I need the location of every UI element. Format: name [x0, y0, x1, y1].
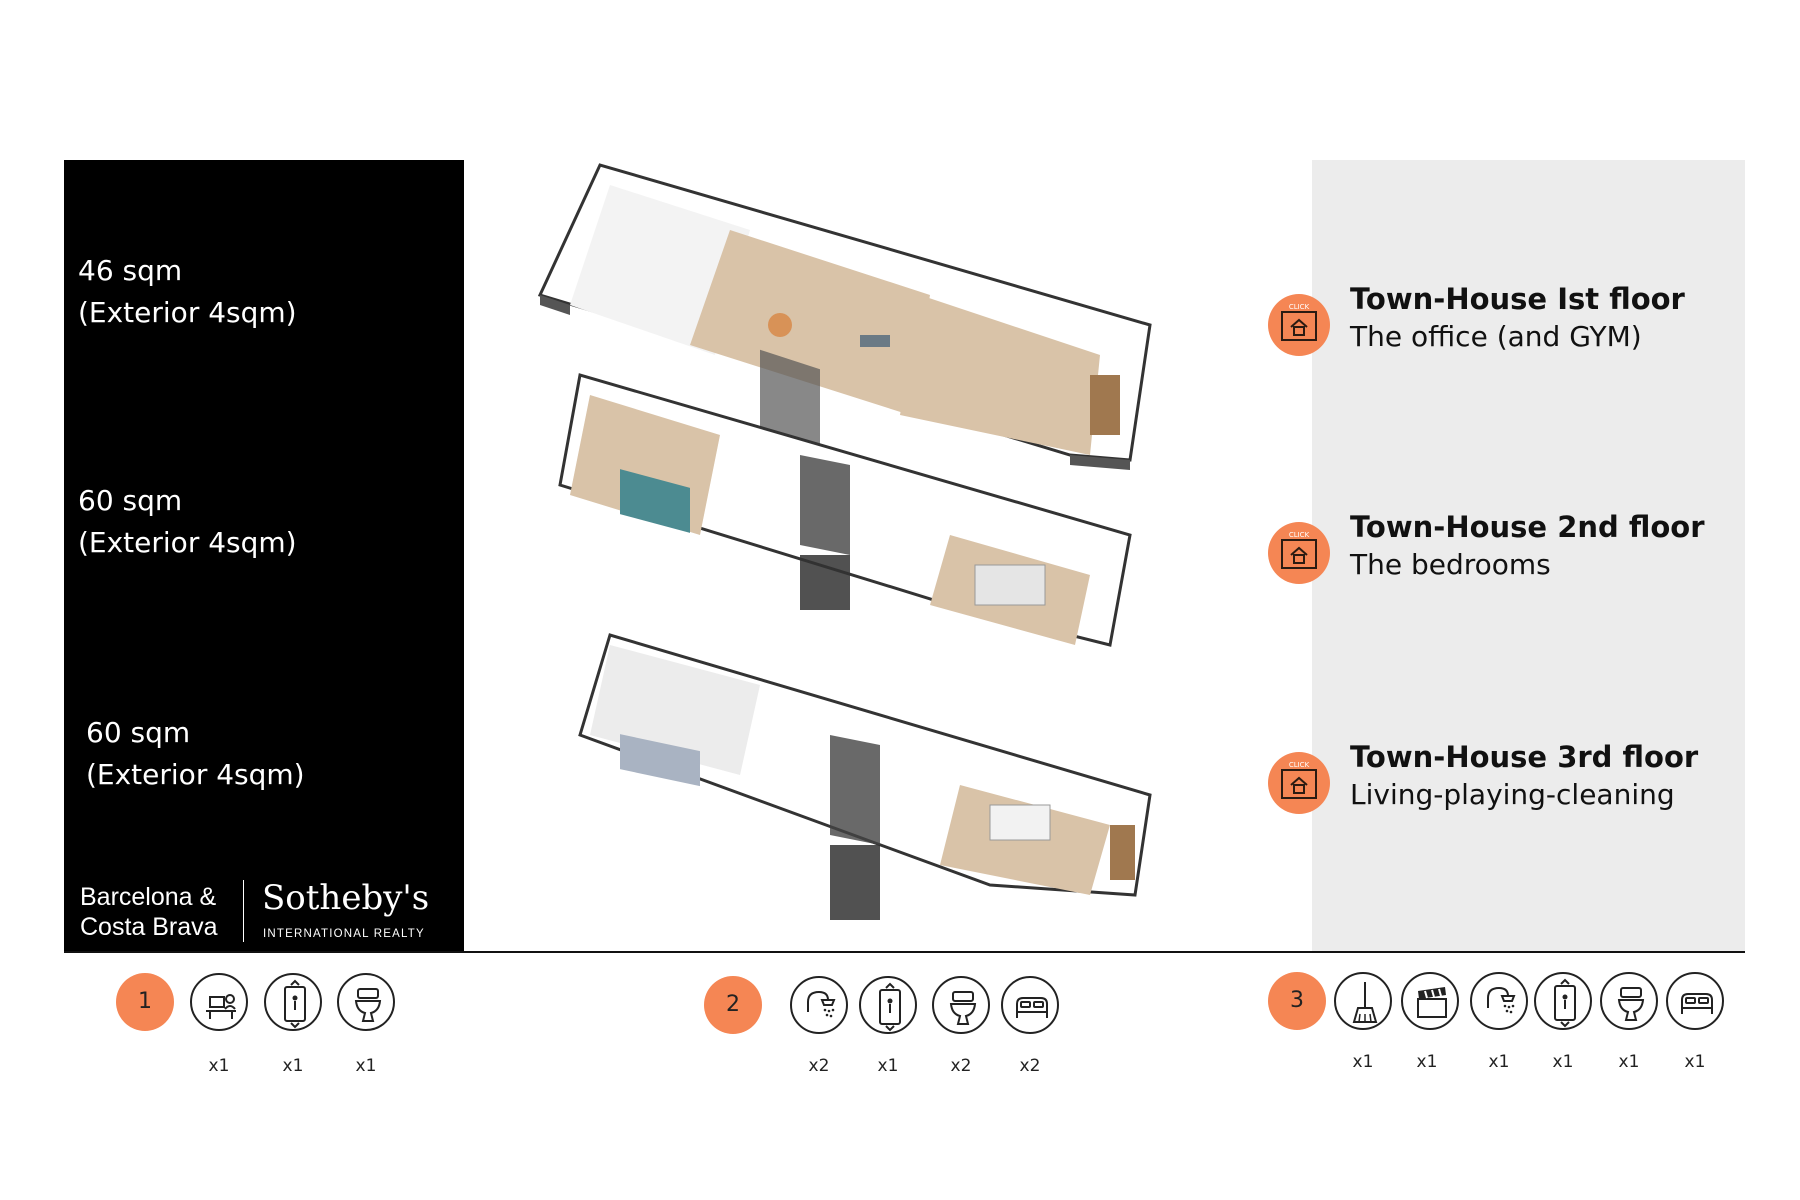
clapperboard-icon: [1401, 972, 1459, 1030]
toilet-icon: [337, 973, 395, 1031]
logo-subtitle: INTERNATIONAL REALTY: [263, 928, 425, 940]
floor-1-subtitle: The office (and GYM): [1350, 320, 1642, 353]
office-desk-count: x1: [208, 1056, 230, 1076]
floor-2-area: 60 sqm (Exterior 4sqm): [78, 484, 297, 559]
svg-text:CLICK: CLICK: [1289, 303, 1310, 311]
office-desk-icon: [190, 973, 248, 1031]
broom-count: x1: [1352, 1052, 1374, 1072]
isometric-floor-plans: [537, 163, 1152, 920]
sothebys-logo: Barcelona & Costa Brava Sotheby's INTERN…: [80, 878, 429, 942]
logo-brand: Sotheby's: [262, 878, 430, 918]
floor-1-plan: [537, 163, 1152, 490]
floor-2-subtitle: The bedrooms: [1350, 548, 1551, 581]
floor-1-badge[interactable]: 1: [116, 973, 174, 1031]
floor-description-panel: [1312, 160, 1745, 952]
clapperboard-count: x1: [1416, 1052, 1438, 1072]
click-house-icon[interactable]: CLICK: [1268, 522, 1330, 584]
bed-icon: [1001, 976, 1059, 1034]
floor-3-subtitle: Living-playing-cleaning: [1350, 778, 1675, 811]
elevator-icon: [859, 976, 917, 1034]
logo-divider: [243, 880, 244, 942]
floor-3-title: Town-House 3rd floor: [1350, 740, 1699, 774]
floor-3-area: 60 sqm (Exterior 4sqm): [86, 716, 305, 791]
floor-3-badge[interactable]: 3: [1268, 972, 1326, 1030]
click-house-icon[interactable]: CLICK: [1268, 752, 1330, 814]
toilet-count: x2: [950, 1056, 972, 1076]
click-house-icon[interactable]: CLICK: [1268, 294, 1330, 356]
elevator-count: x1: [282, 1056, 304, 1076]
broom-icon: [1334, 972, 1392, 1030]
svg-text:CLICK: CLICK: [1289, 531, 1310, 539]
bed-count: x1: [1684, 1052, 1706, 1072]
floor-3-plan: [578, 633, 1152, 920]
floor-1-area: 46 sqm (Exterior 4sqm): [78, 254, 297, 329]
floor-2-plan: [558, 373, 1132, 647]
shower-count: x1: [1488, 1052, 1510, 1072]
toilet-icon: [1600, 972, 1658, 1030]
toilet-icon: [932, 976, 990, 1034]
floor-2-badge[interactable]: 2: [704, 976, 762, 1034]
divider-line: [64, 951, 1745, 953]
floor-2-title: Town-House 2nd floor: [1350, 510, 1705, 544]
toilet-count: x1: [1618, 1052, 1640, 1072]
elevator-count: x1: [877, 1056, 899, 1076]
bed-count: x2: [1019, 1056, 1041, 1076]
shower-icon: [1470, 972, 1528, 1030]
floor-area-panel: 46 sqm (Exterior 4sqm) 60 sqm (Exterior …: [64, 160, 464, 952]
shower-count: x2: [808, 1056, 830, 1076]
elevator-count: x1: [1552, 1052, 1574, 1072]
floor-1-title: Town-House Ist floor: [1350, 282, 1685, 316]
elevator-icon: [1534, 972, 1592, 1030]
toilet-count: x1: [355, 1056, 377, 1076]
logo-location: Barcelona & Costa Brava: [80, 883, 218, 941]
elevator-icon: [264, 973, 322, 1031]
shower-icon: [790, 976, 848, 1034]
svg-text:CLICK: CLICK: [1289, 761, 1310, 769]
bed-icon: [1666, 972, 1724, 1030]
